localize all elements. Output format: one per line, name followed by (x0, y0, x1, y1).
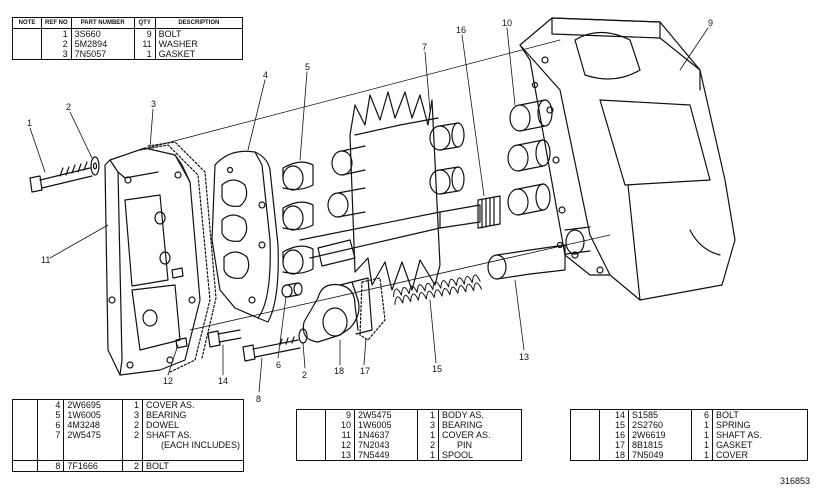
callout-2: 2 (66, 102, 71, 112)
callout-16: 16 (456, 25, 466, 35)
cover-bearings (282, 161, 314, 275)
spool-gasket (359, 277, 386, 341)
callout-9: 9 (708, 18, 713, 28)
callout-7: 7 (422, 42, 427, 52)
callout-15: 15 (432, 364, 442, 374)
callout-17: 17 (360, 366, 370, 376)
col-qty: QTY (133, 17, 156, 29)
table-row: 3 7N5057 1 GASKET (12, 49, 243, 60)
table-row: 2 5M2894 11 WASHER (12, 39, 243, 49)
table-row (12, 450, 244, 461)
pump-body-housing (519, 17, 736, 301)
bolt-bottom-left (207, 329, 242, 348)
spool-cover (302, 277, 373, 343)
table-row: (EACH INCLUDES) (12, 440, 244, 450)
header-parts-table: NOTE REF NO PART NUMBER QTY DESCRIPTION … (12, 17, 244, 60)
callout-13: 13 (519, 352, 529, 362)
col-note: NOTE (12, 17, 42, 29)
callout-8: 8 (256, 394, 261, 404)
callout-1: 1 (27, 118, 32, 128)
callout-3: 3 (151, 99, 156, 109)
header-row: NOTE REF NO PART NUMBER QTY DESCRIPTION (12, 17, 244, 29)
callout-leaders (29, 27, 709, 393)
cover-pins (171, 267, 188, 349)
callout-11: 11 (41, 255, 50, 265)
callout-2-lower: 2 (302, 370, 307, 380)
callout-numbers: 1 2 2 3 4 5 6 7 8 9 10 11 12 13 14 15 16… (27, 18, 713, 404)
figure-number: 316853 (779, 476, 810, 486)
callout-14: 14 (218, 376, 228, 386)
cover-plate (211, 150, 279, 323)
callout-4: 4 (263, 70, 268, 80)
bolt-top (29, 161, 93, 193)
callout-18: 18 (334, 366, 344, 376)
drive-shaft (299, 195, 501, 259)
spool (487, 226, 591, 280)
body-bearings (507, 99, 553, 216)
table-row: 1 3S660 9 BOLT (12, 28, 243, 39)
bolt-bottom (242, 328, 308, 362)
col-part-number: PART NUMBER (70, 17, 135, 29)
callout-10: 10 (502, 18, 512, 28)
callout-12: 12 (163, 376, 173, 386)
end-cover-gasket (139, 141, 217, 373)
col-description: DESCRIPTION (154, 17, 244, 29)
end-cover (104, 147, 201, 376)
callout-5: 5 (305, 62, 310, 72)
dowel (281, 282, 303, 298)
gear-shafts (317, 91, 465, 291)
col-ref: REF NO (41, 17, 72, 29)
callout-6: 6 (276, 360, 281, 370)
washer-top (90, 156, 100, 176)
